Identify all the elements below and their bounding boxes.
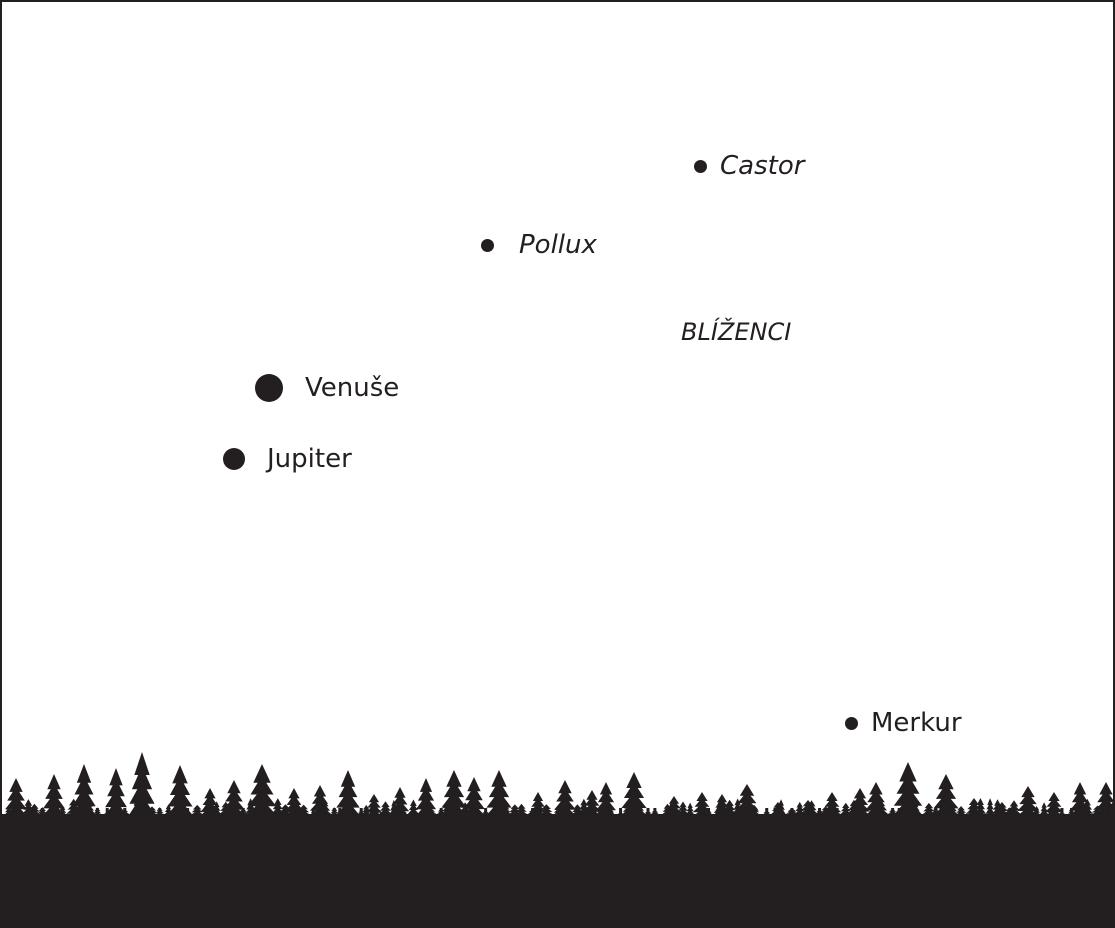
planet-dot-icon [255,374,283,402]
tree-icon [103,768,129,820]
tree-icon [41,774,67,820]
tree-icon [3,778,29,820]
tree-icon [244,798,257,820]
tree-icon [1068,782,1092,820]
tree-icon [417,798,431,820]
star-label-castor: Castor [720,151,805,181]
tree-icon [1043,792,1065,820]
tree-icon [691,792,713,820]
tree-icon [461,777,487,820]
tree-icon [283,788,305,820]
planet-dot-icon [223,448,245,470]
tree-icon [594,782,618,820]
tree-icon [221,780,247,820]
planet-dot-icon [845,716,858,730]
tree-icon [619,772,649,820]
tree-icon [984,798,996,820]
tree-icon [1015,786,1041,820]
tree-icon [848,788,872,820]
tree-icon [1093,782,1113,820]
tree-icon [821,792,843,820]
tree-icon [863,782,889,820]
tree-icon [712,794,732,820]
tree-icon [389,787,411,820]
tree-icon [199,788,221,820]
planet-label-jupiter: Jupiter [267,444,352,474]
tree-icon [270,798,286,820]
tree-icon [165,765,195,820]
tree-icon [334,770,362,820]
tree-icon [733,784,761,820]
tree-icon [245,764,279,820]
planet-venuse: Venuše [255,374,399,402]
tree-icon [931,774,961,820]
constellation-label: BLÍŽENCI [681,318,792,346]
star-dot-icon [694,159,707,173]
planet-merkur: Merkur [845,710,962,736]
tree-icon [414,778,438,820]
tree-icon [528,792,548,820]
planet-jupiter: Jupiter [223,446,352,472]
tree-icon [308,785,332,820]
tree-icon [127,752,157,820]
planet-label-merkur: Merkur [871,708,962,738]
tree-icon [581,790,603,820]
star-castor: Castor [694,153,804,179]
star-label-pollux: Pollux [519,230,597,260]
planet-label-venuse: Venuše [305,373,400,403]
tree-icon [552,780,578,820]
star-dot-icon [481,238,494,252]
star-pollux: Pollux [481,232,597,258]
